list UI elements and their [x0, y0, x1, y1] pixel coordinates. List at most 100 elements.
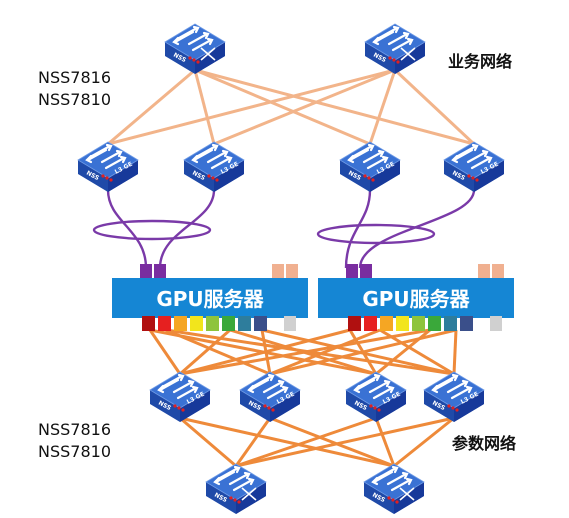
server-label: GPU服务器 [156, 287, 264, 311]
parameter-link [179, 328, 431, 376]
business-link [393, 68, 476, 146]
switch-led [105, 176, 109, 180]
parameter-link [179, 328, 351, 376]
business-link [194, 68, 475, 146]
parameter-link [269, 328, 381, 376]
bond-link [158, 189, 216, 269]
switch-led [192, 58, 196, 62]
server-left: GPU服务器 [112, 264, 308, 331]
switch-led [387, 496, 391, 500]
gpu-nic-port [190, 316, 203, 331]
bond-port [154, 264, 166, 278]
parameter-link [179, 416, 395, 468]
crossed-arrows-icon [241, 487, 257, 501]
server-chassis [318, 278, 514, 318]
parameter-link [269, 416, 395, 468]
switch-led [181, 408, 185, 412]
parameter-link [269, 328, 457, 376]
business-network-label: 业务网络 [448, 52, 513, 71]
bond-port [346, 264, 358, 278]
switch-led [109, 178, 113, 182]
param-network-label: 参数网络 [452, 434, 517, 453]
network-switch-icon [204, 462, 268, 516]
switch-led [188, 56, 192, 60]
business-link [213, 68, 396, 146]
switch-led [229, 496, 233, 500]
switch-led [369, 404, 373, 408]
bond-link [344, 189, 372, 269]
gpu-nic-port [396, 316, 409, 331]
parameter-link [235, 416, 377, 468]
spine-switch-business-2: NSS [363, 22, 427, 76]
gpu-nic-port [142, 316, 155, 331]
crossed-arrows-icon [200, 47, 216, 61]
mgmt-port [478, 264, 490, 278]
bottom-model-label-1: NSS7816 [38, 420, 111, 439]
switch-led [363, 174, 367, 178]
gpu-nic-port [174, 316, 187, 331]
parameter-link [452, 329, 458, 375]
spine-switch-parameter-2: NSS [362, 462, 426, 516]
parameter-link [374, 417, 396, 467]
business-link [194, 68, 371, 146]
top-model-label-1: NSS7816 [38, 68, 111, 87]
gpu-nic-port [364, 316, 377, 331]
switch-led [177, 406, 181, 410]
parameter-link [165, 328, 271, 376]
switch-led [447, 404, 451, 408]
business-link [193, 69, 216, 145]
gpu-nic-port [238, 316, 251, 331]
gpu-nic-port [428, 316, 441, 331]
switch-led [371, 178, 375, 182]
gpu-nic-port [158, 316, 171, 331]
switch-led [388, 56, 392, 60]
network-switch-icon [363, 22, 427, 76]
switch-led [377, 408, 381, 412]
switch-led [173, 404, 177, 408]
crossed-arrows-icon [399, 487, 415, 501]
switch-led [396, 60, 400, 64]
parameter-link [393, 416, 455, 468]
gpu-nic-port [444, 316, 457, 331]
switch-led [455, 408, 459, 412]
gpu-nic-port [222, 316, 235, 331]
switch-led [471, 176, 475, 180]
mgmt-port [272, 264, 284, 278]
gpu-nic-port [460, 316, 473, 331]
switch-led [391, 498, 395, 502]
parameter-link [148, 329, 182, 375]
gpu-nic-port [206, 316, 219, 331]
switch-led [267, 406, 271, 410]
switch-led [373, 406, 377, 410]
parameter-link [234, 417, 272, 467]
bond-link [358, 189, 476, 269]
gpu-nic-port [348, 316, 361, 331]
switch-led [263, 404, 267, 408]
switch-led [395, 500, 399, 504]
parameter-link [179, 328, 231, 376]
server-label: GPU服务器 [362, 287, 470, 311]
spine-switch-business-1: NSS [163, 22, 227, 76]
switch-led [211, 176, 215, 180]
switch-led [392, 58, 396, 62]
switch-led [475, 178, 479, 182]
switch-led [271, 408, 275, 412]
mgmt-port [286, 264, 298, 278]
parameter-link [235, 416, 455, 468]
network-switch-icon [362, 462, 426, 516]
business-link [107, 68, 196, 146]
gpu-nic-port [412, 316, 425, 331]
bottom-model-label-2: NSS7810 [38, 442, 111, 461]
crossed-arrows-icon [400, 47, 416, 61]
switch-led [196, 60, 200, 64]
business-link [107, 68, 396, 146]
bond-group-ellipse [92, 219, 212, 241]
gpu-nic-port [254, 316, 267, 331]
